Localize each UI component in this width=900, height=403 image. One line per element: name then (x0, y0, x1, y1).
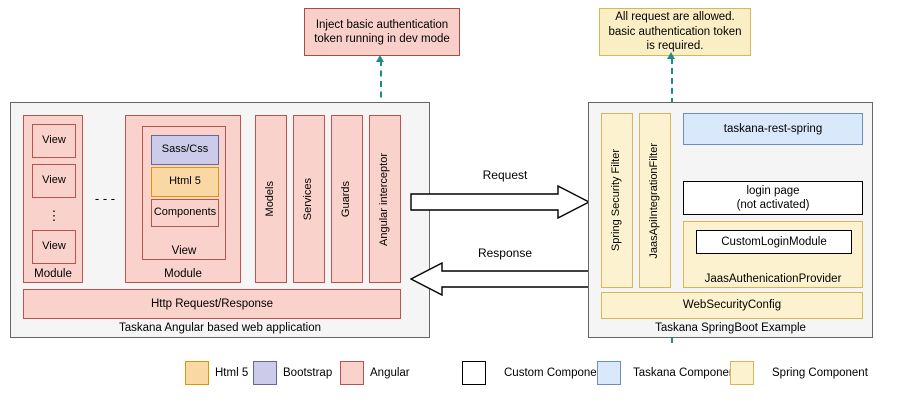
connector-angular-dashed (380, 60, 382, 108)
web-security-config: WebSecurityConfig (601, 292, 863, 319)
request-arrow-label: Request (482, 168, 528, 182)
module-b-label: Module (164, 268, 202, 280)
legend-item-bootstrap: Bootstrap (253, 361, 333, 385)
legend-item-html5: Html 5 (185, 361, 249, 385)
legend-item-spring-component: Spring Component (730, 361, 868, 385)
column-guards-label: Guards (340, 180, 353, 218)
legend-label-bootstrap: Bootstrap (283, 367, 333, 379)
column-services-label: Services (302, 177, 315, 221)
legend-label-taskana-component: Taskana Component (633, 367, 739, 379)
custom-login-module: CustomLoginModule (696, 230, 852, 254)
taskana-rest-spring-box: taskana-rest-spring (683, 113, 863, 145)
note-angular-interceptor: Inject basic authentication token runnin… (304, 8, 460, 56)
module-b: Sass/Css Html 5 Components View Module (125, 115, 241, 283)
column-services: Services (293, 115, 325, 283)
connector-spring-arrow-icon (667, 52, 675, 59)
legend-label-custom-component: Custom Component (504, 367, 607, 379)
legend-swatch-taskana-component (597, 361, 621, 385)
module-a-vertical-ellipsis: ⋮ (47, 207, 61, 223)
note-spring-security: All request are allowed. basic authentic… (599, 8, 751, 56)
column-angular-interceptor: Angular interceptor (369, 115, 401, 283)
legend-swatch-bootstrap (253, 361, 277, 385)
http-request-response-bar: Http Request/Response (23, 289, 401, 319)
right-panel-springboot-example: Spring Security Filter JaasApiIntegratio… (588, 102, 873, 338)
right-panel-caption: Taskana SpringBoot Example (655, 322, 806, 334)
jaas-authentication-provider-label: JaasAuthenicationProvider (704, 273, 842, 285)
legend-swatch-custom-component (462, 361, 486, 385)
legend-item-taskana-component: Taskana Component (597, 361, 739, 385)
module-a-label: Module (34, 268, 72, 280)
legend-item-custom-component: Custom Component (462, 361, 607, 385)
login-page-line-1: login page (746, 184, 800, 197)
spring-security-filter-label: Spring Security Filter (610, 149, 623, 252)
column-angular-interceptor-label: Angular interceptor (378, 152, 391, 246)
response-arrow-icon (410, 262, 590, 296)
legend-swatch-spring-component (730, 361, 754, 385)
left-panel-caption: Taskana Angular based web application (118, 322, 322, 334)
module-b-view: Sass/Css Html 5 Components View (142, 126, 226, 260)
legend-swatch-html5 (185, 361, 209, 385)
left-panel-angular-app: View View ⋮ View Module - - - Sass/Css H… (10, 102, 430, 338)
legend-label-html5: Html 5 (215, 367, 249, 379)
response-arrow-label: Response (477, 246, 533, 260)
login-page-line-2: (not activated) (736, 199, 810, 211)
column-guards: Guards (331, 115, 363, 283)
modules-horizontal-ellipsis: - - - (94, 190, 116, 206)
module-a-view-2: View (32, 164, 76, 198)
legend-swatch-angular (340, 361, 364, 385)
legend-label-angular: Angular (370, 367, 410, 379)
login-page-box: login page (not activated) (683, 181, 863, 215)
module-a: View View ⋮ View Module (23, 115, 83, 283)
column-models-label: Models (264, 181, 277, 217)
legend-label-spring-component: Spring Component (772, 367, 868, 379)
module-b-item-components: Components (151, 199, 219, 227)
jaas-authentication-provider: CustomLoginModule JaasAuthenicationProvi… (683, 221, 863, 288)
module-a-view-3: View (32, 230, 76, 264)
jaas-api-integration-filter: JaasApiIntegrationFilter (639, 113, 671, 288)
module-a-view-1: View (32, 124, 76, 158)
spring-security-filter: Spring Security Filter (601, 113, 633, 288)
jaas-api-integration-filter-label: JaasApiIntegrationFilter (648, 142, 661, 259)
column-models: Models (255, 115, 287, 283)
connector-angular-arrow-icon (376, 55, 384, 62)
module-b-item-sass-css: Sass/Css (151, 135, 219, 165)
request-arrow-icon (410, 185, 590, 219)
legend-item-angular: Angular (340, 361, 410, 385)
module-b-item-html5: Html 5 (151, 167, 219, 197)
module-b-view-label: View (171, 245, 197, 257)
